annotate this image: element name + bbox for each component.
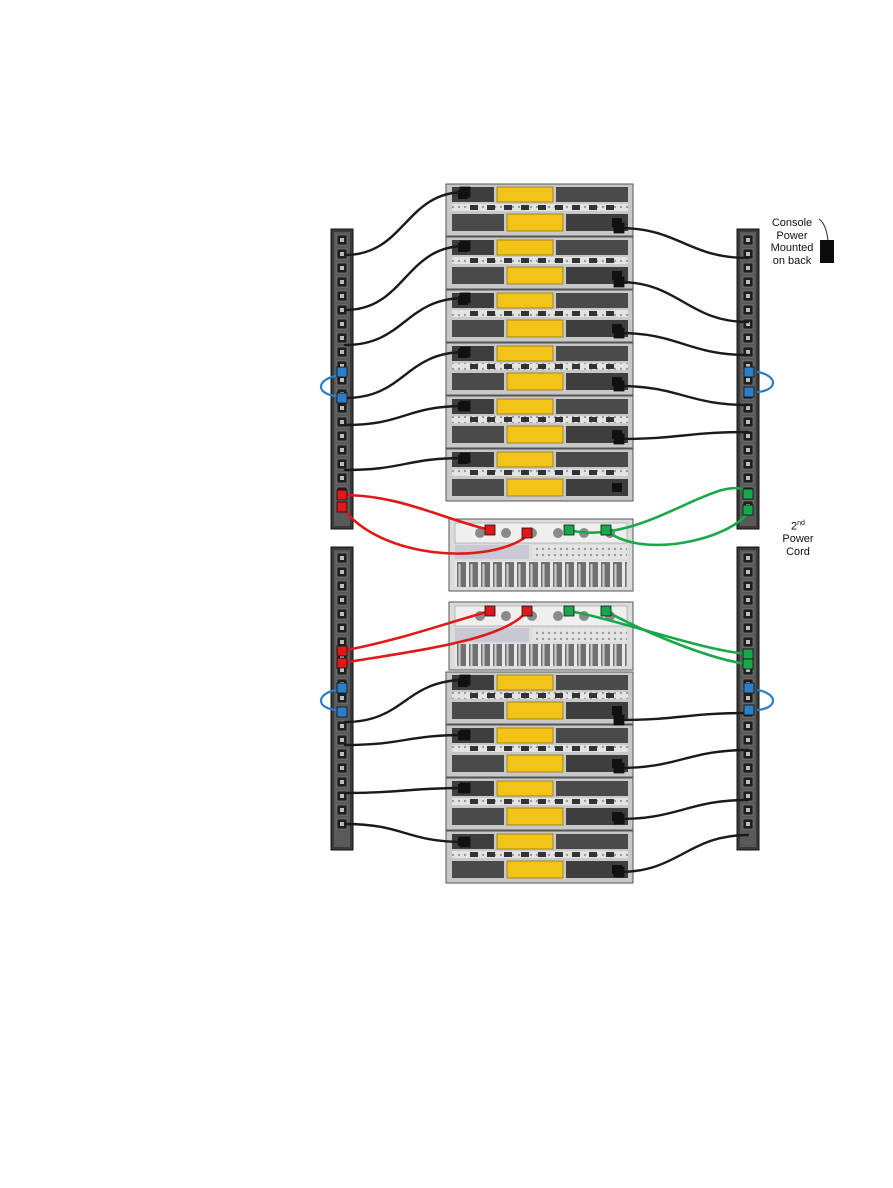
bridge-right-upper <box>758 372 773 392</box>
plug-right-1 <box>614 223 624 233</box>
red-plug-3 <box>485 525 495 535</box>
console-power-label: Console Power Mounted on back <box>764 217 820 267</box>
plug-right-2 <box>614 277 624 287</box>
plug-right-4 <box>614 381 624 391</box>
plug-left-5 <box>460 401 470 411</box>
cable-right-2 <box>619 282 748 322</box>
cable-right-3 <box>619 333 748 355</box>
plug-right-7 <box>614 763 624 773</box>
plug-left-4 <box>460 347 470 357</box>
green-plug-6 <box>601 606 611 616</box>
bridge-plug-1 <box>337 367 347 377</box>
plug-left-3 <box>460 293 470 303</box>
plug-right-8 <box>614 814 624 824</box>
green-plug-3 <box>743 489 753 499</box>
plug-right-6 <box>614 715 624 725</box>
server-chassis-6 <box>446 449 633 501</box>
plug-right-5 <box>614 434 624 444</box>
bridge-plug-2 <box>337 393 347 403</box>
bridge-plug-6 <box>744 387 754 397</box>
pdu-right-lower <box>737 547 759 850</box>
server-chassis-3 <box>446 290 633 342</box>
cable-right-5 <box>619 432 748 439</box>
pdu-left-lower <box>331 547 353 850</box>
red-plug-8 <box>522 606 532 616</box>
green-plug-2 <box>601 525 611 535</box>
plug-left-7 <box>460 675 470 685</box>
bridge-plug-4 <box>337 707 347 717</box>
cable-right-9 <box>619 835 748 872</box>
plug-left-9 <box>460 783 470 793</box>
bridge-plug-5 <box>744 367 754 377</box>
plug-right-3 <box>614 328 624 338</box>
plug-right-9 <box>614 867 624 877</box>
red-plug-2 <box>337 502 347 512</box>
server-chassis-10 <box>446 831 633 883</box>
red-plug-6 <box>337 658 347 668</box>
plug-left-1 <box>460 187 470 197</box>
bridge-plug-8 <box>744 705 754 715</box>
plug-left-2 <box>460 241 470 251</box>
bridge-plug-3 <box>337 683 347 693</box>
cable-right-8 <box>619 800 748 819</box>
green-plug-5 <box>564 606 574 616</box>
plug-left-6 <box>460 453 470 463</box>
cable-right-7 <box>619 750 748 768</box>
green-plug-4 <box>743 505 753 515</box>
server-chassis-4 <box>446 343 633 395</box>
second-power-cord-label: 2nd Power Cord <box>776 518 820 558</box>
red-plug-1 <box>337 490 347 500</box>
green-plug-7 <box>743 649 753 659</box>
red-plug-4 <box>522 528 532 538</box>
console-power-block <box>820 240 834 263</box>
server-chassis-9 <box>446 778 633 830</box>
pdu-right-upper <box>737 229 759 529</box>
console-pointer <box>819 219 834 263</box>
cable-right-6 <box>619 713 748 720</box>
green-plug-8 <box>743 659 753 669</box>
server-chassis-2 <box>446 237 633 289</box>
server-chassis-7 <box>446 672 633 724</box>
server-chassis-1 <box>446 184 633 236</box>
green-plug-1 <box>564 525 574 535</box>
plug-left-10 <box>460 837 470 847</box>
server-chassis-5 <box>446 396 633 448</box>
server-chassis-8 <box>446 725 633 777</box>
cable-right-4 <box>619 386 748 405</box>
plug-left-8 <box>460 730 470 740</box>
bridge-right-lower <box>758 690 773 710</box>
cable-right-1 <box>619 228 748 258</box>
pdu-left-upper <box>331 229 353 529</box>
red-plug-5 <box>337 646 347 656</box>
red-plug-7 <box>485 606 495 616</box>
bridge-plug-7 <box>744 683 754 693</box>
